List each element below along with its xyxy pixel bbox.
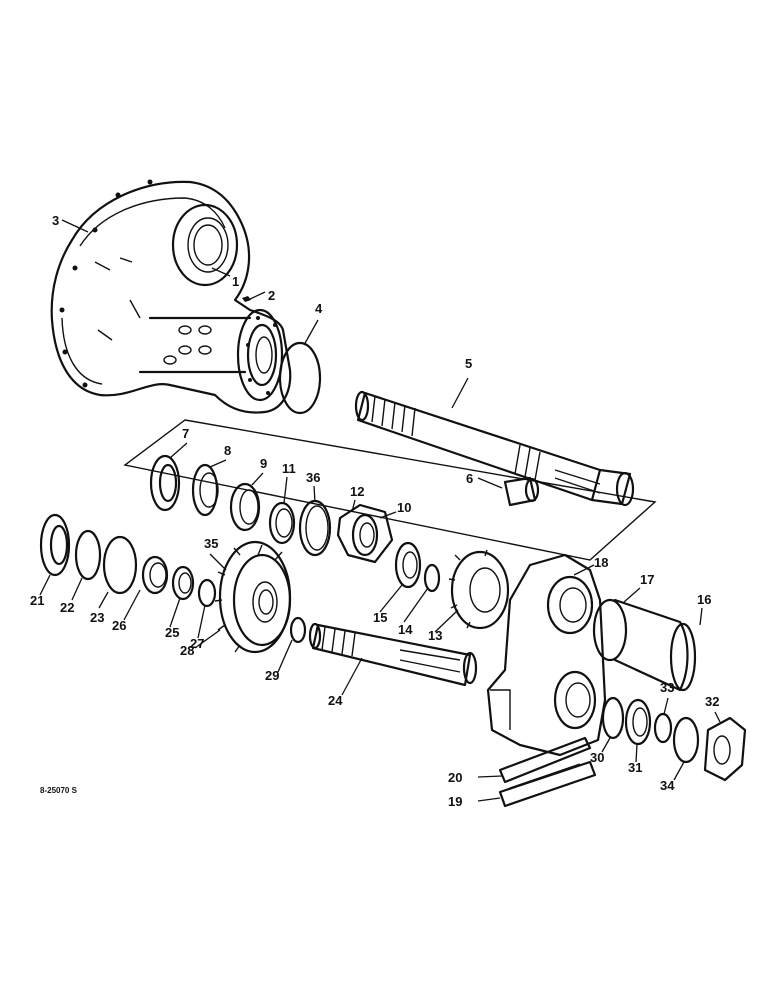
callout-leader-13 bbox=[434, 609, 459, 633]
right-side-parts bbox=[601, 696, 747, 782]
shaft-part-5 bbox=[354, 390, 635, 507]
callout-leader-24 bbox=[341, 657, 363, 696]
callout-label-28: 28 bbox=[180, 643, 194, 658]
callout-label-4: 4 bbox=[315, 301, 323, 316]
callout-label-27: 27 bbox=[190, 636, 204, 651]
callout-leader-30 bbox=[601, 737, 611, 753]
callout-leader-16 bbox=[699, 607, 703, 626]
callout-leader-19 bbox=[477, 797, 501, 802]
gear-case-part-18 bbox=[486, 553, 607, 757]
callout-leader-3 bbox=[61, 219, 89, 233]
callout-label-30: 30 bbox=[590, 750, 604, 765]
callout-leader-22 bbox=[71, 577, 83, 601]
gear-part-13 bbox=[448, 549, 510, 630]
callout-label-19: 19 bbox=[448, 794, 462, 809]
callout-label-32: 32 bbox=[705, 694, 719, 709]
callout-label-15: 15 bbox=[373, 610, 387, 625]
callout-label-10: 10 bbox=[397, 500, 411, 515]
plug-part-2 bbox=[242, 296, 251, 302]
callout-leader-32 bbox=[714, 711, 721, 723]
callout-leader-12 bbox=[351, 499, 356, 513]
callout-leader-21 bbox=[39, 574, 51, 596]
callout-label-29: 29 bbox=[265, 668, 279, 683]
shaft-part-24 bbox=[308, 622, 478, 687]
callout-leader-1 bbox=[211, 267, 231, 277]
callout-label-20: 20 bbox=[448, 770, 462, 785]
callout-label-21: 21 bbox=[30, 593, 44, 608]
callout-leader-2 bbox=[247, 291, 266, 301]
callout-leader-5 bbox=[451, 377, 469, 409]
callout-leader-31 bbox=[635, 743, 638, 763]
callout-label-23: 23 bbox=[90, 610, 104, 625]
callout-leader-6 bbox=[477, 477, 503, 489]
callout-label-36: 36 bbox=[306, 470, 320, 485]
lower-left-parts bbox=[39, 513, 217, 608]
callout-leader-10 bbox=[379, 511, 397, 519]
callout-label-34: 34 bbox=[660, 778, 675, 793]
callout-leader-26 bbox=[123, 589, 141, 621]
callout-leader-17 bbox=[623, 587, 641, 603]
callout-label-33: 33 bbox=[660, 680, 674, 695]
callout-label-18: 18 bbox=[594, 555, 608, 570]
callout-label-2: 2 bbox=[268, 288, 275, 303]
callout-leader-25 bbox=[169, 597, 181, 628]
sleeve-part-6 bbox=[503, 476, 540, 507]
callout-label-7: 7 bbox=[182, 426, 189, 441]
callout-leader-4 bbox=[303, 319, 319, 346]
callout-label-11: 11 bbox=[282, 461, 296, 476]
callout-leader-36 bbox=[313, 485, 316, 503]
callout-leader-28 bbox=[194, 629, 221, 649]
figure-code: 8-25070 S bbox=[40, 786, 78, 795]
callout-label-12: 12 bbox=[350, 484, 364, 499]
callout-label-14: 14 bbox=[398, 622, 413, 637]
cover-plate-part-19 bbox=[498, 736, 597, 808]
callout-label-26: 26 bbox=[112, 618, 126, 633]
callout-label-3: 3 bbox=[52, 213, 59, 228]
callout-label-13: 13 bbox=[428, 628, 442, 643]
callout-label-16: 16 bbox=[697, 592, 711, 607]
callout-label-22: 22 bbox=[60, 600, 74, 615]
kit-parts bbox=[149, 454, 394, 564]
callout-label-1: 1 bbox=[232, 274, 239, 289]
callout-label-5: 5 bbox=[465, 356, 472, 371]
callout-label-35: 35 bbox=[204, 536, 218, 551]
callout-leader-18 bbox=[573, 564, 595, 576]
callout-leader-9 bbox=[251, 472, 264, 486]
callout-leader-29 bbox=[277, 639, 293, 673]
callout-label-25: 25 bbox=[165, 625, 179, 640]
callout-label-9: 9 bbox=[260, 456, 267, 471]
ring-part-29 bbox=[289, 616, 307, 644]
cone-cover-part-16 bbox=[592, 598, 697, 692]
housing-part-3 bbox=[50, 179, 292, 414]
callout-leader-15 bbox=[379, 584, 403, 613]
callout-leader-33 bbox=[663, 697, 669, 715]
callout-leader-27 bbox=[197, 604, 206, 639]
callout-leader-34 bbox=[673, 761, 685, 781]
callout-label-31: 31 bbox=[628, 760, 642, 775]
callout-label-8: 8 bbox=[224, 443, 231, 458]
snap-ring-part-14 bbox=[423, 563, 441, 593]
callout-leader-14 bbox=[403, 587, 429, 623]
callout-leader-35 bbox=[209, 553, 227, 571]
callout-leader-20 bbox=[477, 775, 503, 778]
callout-leader-7 bbox=[169, 442, 188, 459]
callout-label-6: 6 bbox=[466, 471, 473, 486]
callout-leader-23 bbox=[98, 591, 109, 609]
callout-leader-11 bbox=[283, 476, 288, 504]
callout-label-24: 24 bbox=[328, 693, 343, 708]
callout-leader-8 bbox=[209, 459, 227, 468]
kit-group-outline bbox=[123, 419, 657, 561]
ring-part-15 bbox=[394, 541, 422, 589]
ring-part-15-inner bbox=[402, 551, 418, 579]
o-ring-part-4 bbox=[278, 341, 322, 415]
gear-part-28 bbox=[214, 540, 292, 654]
callout-label-17: 17 bbox=[640, 572, 654, 587]
